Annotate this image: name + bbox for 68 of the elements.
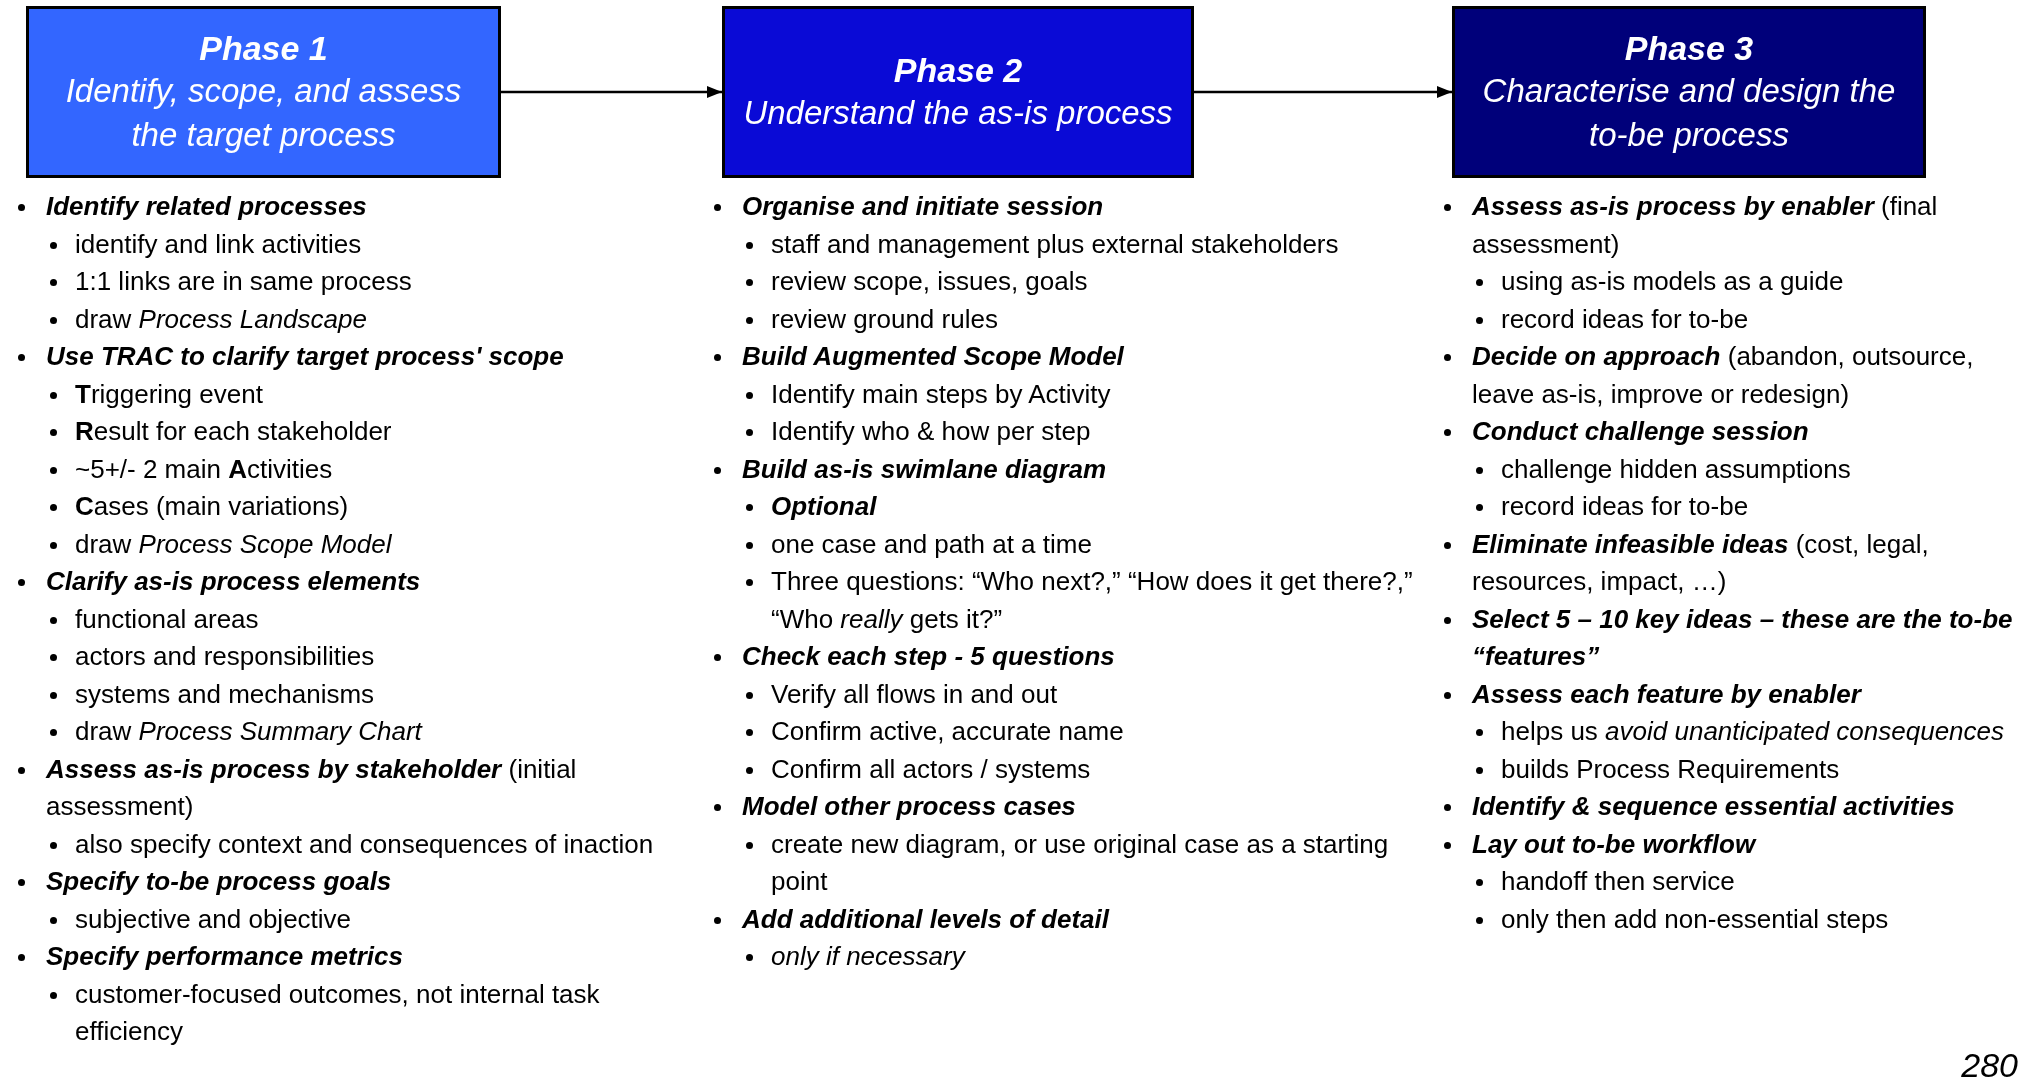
sub-bullet-text: Result for each stakeholder bbox=[75, 415, 393, 448]
bullet-heading: Identify & sequence essential activities bbox=[1472, 790, 1956, 823]
bullet-heading: Add additional levels of detail bbox=[742, 902, 1111, 936]
sub-bullet-text: handoff then service bbox=[1501, 865, 1736, 898]
sub-bullet-text: identify and link activities bbox=[75, 227, 363, 261]
sub-bullet-text: systems and mechanisms bbox=[75, 677, 376, 711]
bullet-heading: Specify performance metrics bbox=[46, 940, 404, 973]
arrow bbox=[1194, 86, 1452, 98]
sub-bullet-text: review scope, issues, goals bbox=[771, 265, 1089, 298]
sub-bullet-text: draw Process Summary Chart bbox=[75, 715, 424, 748]
phase-title: Phase 3 bbox=[1624, 28, 1754, 69]
phase-title: Phase 1 bbox=[199, 28, 328, 69]
sub-bullet-text: Confirm all actors / systems bbox=[771, 752, 1092, 786]
sub-bullet-text: 1:1 links are in same process bbox=[75, 265, 413, 298]
bullet-heading: Decide on approach (abandon, outsource, leave as-is, improve or redesign) bbox=[1472, 340, 1975, 411]
sub-bullet-text: builds Process Requirements bbox=[1501, 752, 1841, 786]
sub-bullet-text: using as-is models as a guide bbox=[1501, 265, 1845, 298]
sub-bullet-text: draw Process Landscape bbox=[75, 302, 368, 336]
bullet-heading: Assess as-is process by stakeholder (initial assessment) bbox=[46, 752, 578, 823]
sub-bullet-text: functional areas bbox=[75, 602, 260, 636]
bullet-heading: Select 5 – 10 key ideas – these are the to-be “features” bbox=[1472, 602, 2014, 673]
sub-bullet-text: Three questions: “Who next?,” “How does it get there?,” “Who really gets it?” bbox=[771, 565, 1414, 636]
sub-bullet-text: Optional bbox=[771, 490, 878, 523]
phase-subtitle: Characterise and design the to-be process bbox=[1481, 71, 1897, 155]
sub-bullet-text: Cases (main variations) bbox=[75, 490, 350, 523]
phase-box bbox=[26, 6, 501, 178]
bullet-heading: Eliminate infeasible ideas (cost, legal, resources, impact, …) bbox=[1472, 527, 1930, 598]
sub-bullet-text: ~5+/- 2 main Activities bbox=[75, 452, 334, 486]
bullet-heading: Identify related processes bbox=[46, 190, 368, 223]
bullet-heading: Conduct challenge session bbox=[1472, 415, 1810, 448]
sub-bullet-text: draw Process Scope Model bbox=[75, 527, 393, 561]
sub-bullet-text: subjective and objective bbox=[75, 902, 353, 936]
sub-bullet-text: also specify context and consequences of inaction bbox=[75, 827, 655, 861]
sub-bullet-text: create new diagram, or use original case as a starting point bbox=[771, 827, 1390, 898]
sub-bullet-text: only if necessary bbox=[771, 940, 967, 973]
phase-box bbox=[1452, 6, 1926, 178]
sub-bullet-text: review ground rules bbox=[771, 302, 999, 336]
bullet-heading: Specify to-be process goals bbox=[46, 865, 393, 898]
sub-bullet-text: Verify all flows in and out bbox=[771, 677, 1059, 711]
sub-bullet-text: staff and management plus external stakeholders bbox=[771, 227, 1340, 261]
sub-bullet-text: one case and path at a time bbox=[771, 527, 1093, 561]
bullet-heading: Build Augmented Scope Model bbox=[742, 340, 1125, 373]
sub-bullet-text: Identify who & how per step bbox=[771, 415, 1092, 448]
bullet-heading: Organise and initiate session bbox=[742, 190, 1105, 223]
phase-subtitle: Understand the as-is process bbox=[742, 93, 1174, 133]
bullet-heading: Model other process cases bbox=[742, 790, 1077, 823]
bullet-heading: Check each step - 5 questions bbox=[742, 640, 1116, 673]
bullet-heading: Use TRAC to clarify target process' scope bbox=[46, 340, 565, 373]
bullet-heading: Lay out to-be workflow bbox=[1472, 827, 1758, 861]
sub-bullet-text: only then add non-essential steps bbox=[1501, 902, 1890, 936]
phase-subtitle: Identify, scope, and assess the target process bbox=[64, 71, 463, 155]
phase-box bbox=[722, 6, 1194, 178]
sub-bullet-text: helps us avoid unanticipated consequences bbox=[1501, 715, 2006, 748]
phase-title: Phase 2 bbox=[893, 50, 1023, 91]
bullet-heading: Assess each feature by enabler bbox=[1472, 677, 1863, 711]
sub-bullet-text: customer-focused outcomes, not internal task efficiency bbox=[75, 977, 601, 1048]
sub-bullet-text: Identify main steps by Activity bbox=[771, 377, 1112, 411]
bullet-heading: Build as-is swimlane diagram bbox=[742, 452, 1108, 486]
bullet-heading: Clarify as-is process elements bbox=[46, 565, 422, 598]
sub-bullet-text: Confirm active, accurate name bbox=[771, 715, 1125, 748]
bullet-heading: Assess as-is process by enabler (final assessment) bbox=[1472, 190, 1939, 261]
sub-bullet-text: record ideas for to-be bbox=[1501, 490, 1750, 523]
sub-bullet-text: actors and responsibilities bbox=[75, 640, 376, 673]
sub-bullet-text: record ideas for to-be bbox=[1501, 302, 1750, 336]
page-number: 280 bbox=[1961, 1045, 2018, 1085]
sub-bullet-text: challenge hidden assumptions bbox=[1501, 452, 1852, 486]
arrow bbox=[501, 86, 722, 98]
sub-bullet-text: Triggering event bbox=[75, 377, 264, 411]
